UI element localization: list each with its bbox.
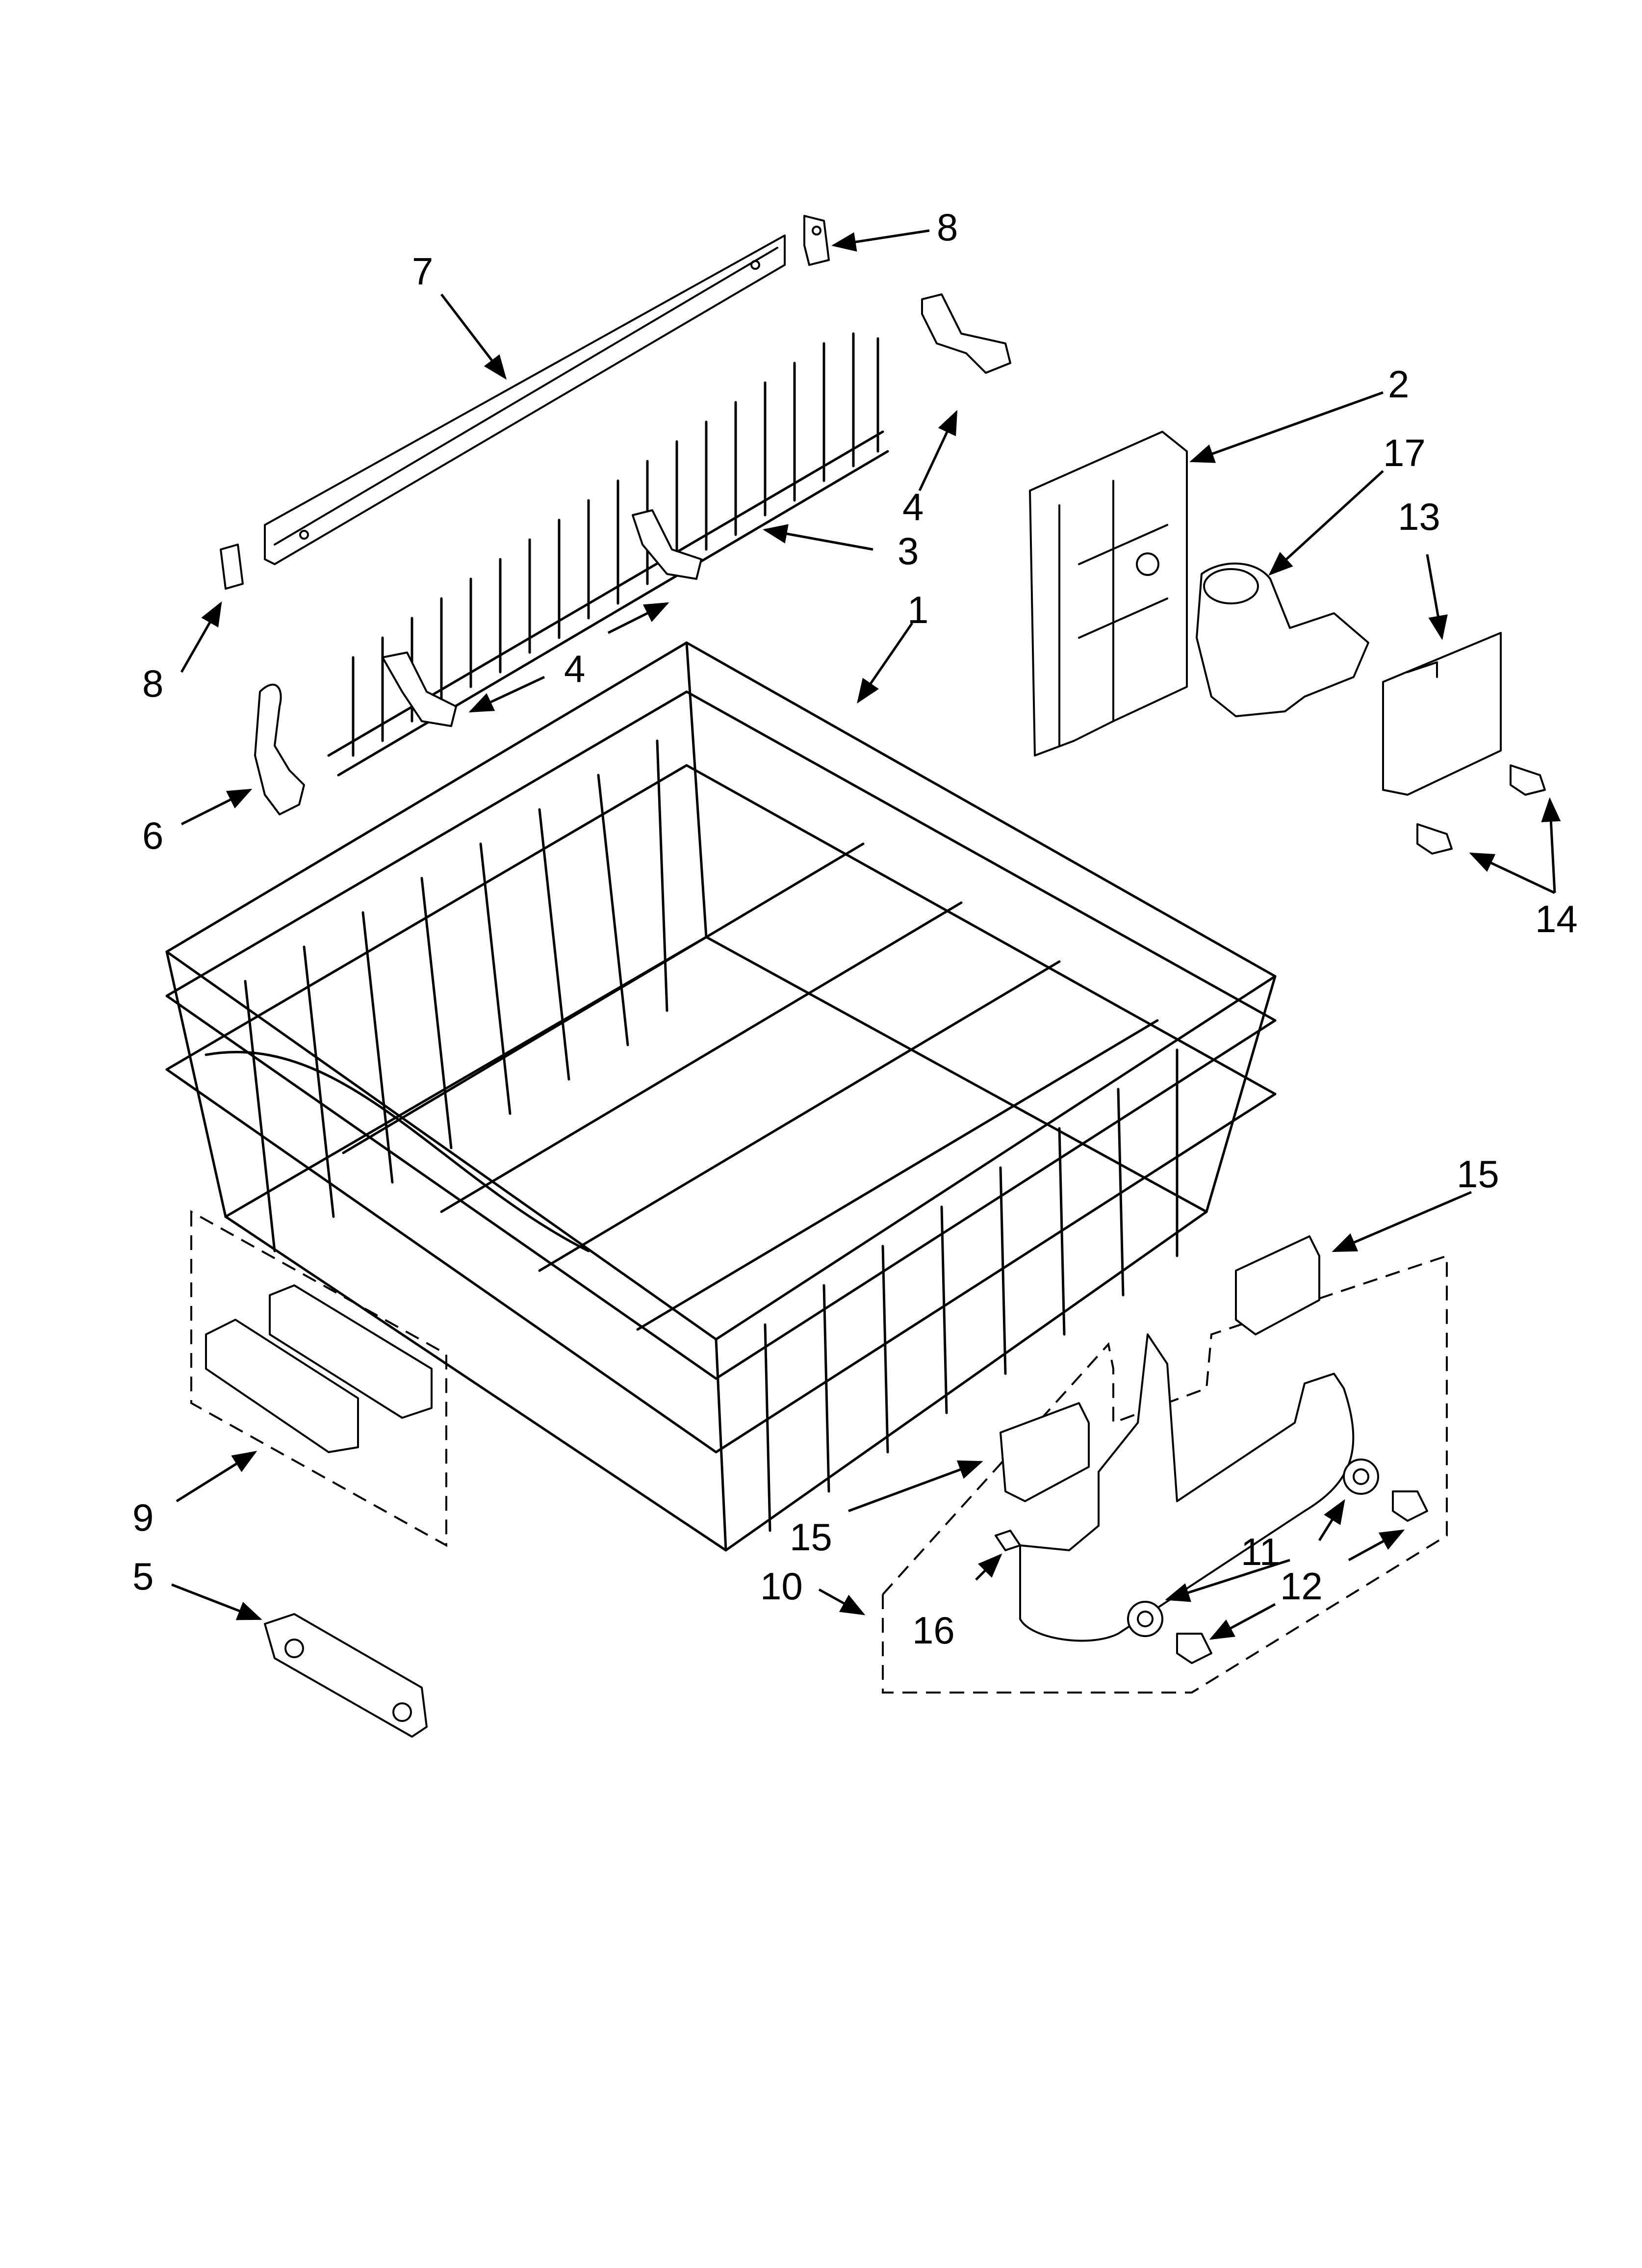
callout-4-upper: 4	[902, 485, 924, 528]
part-12-axle-left	[1176, 1633, 1212, 1664]
part-15-guide-lower	[1000, 1402, 1090, 1502]
part-10-bracket-assembly	[882, 1254, 1448, 1694]
callout-10: 10	[760, 1564, 803, 1608]
callout-labels: 7 8 2 17 13 4 3 1 4 8 6 14 15 9 15 11 5 …	[132, 206, 1578, 1652]
callout-1: 1	[907, 588, 928, 631]
part-5-latch	[264, 1613, 428, 1738]
callout-8-left: 8	[142, 662, 163, 705]
part-9-handle-assembly	[190, 1210, 447, 1547]
callout-11: 11	[1241, 1530, 1281, 1573]
callout-15-lower: 15	[790, 1515, 832, 1559]
part-3-tine-row	[327, 332, 889, 777]
part-2-rail-housing	[1029, 431, 1188, 756]
part-16-screw	[995, 1530, 1021, 1551]
part-11-wheel-left	[1127, 1601, 1163, 1637]
callout-5: 5	[132, 1555, 154, 1598]
callout-15-upper: 15	[1457, 1152, 1499, 1196]
callout-13: 13	[1398, 495, 1440, 538]
part-1-upper-rack	[165, 641, 1277, 1552]
part-4-clip-upper	[921, 293, 1011, 374]
part-11-wheel-right	[1343, 1459, 1379, 1495]
part-8-clip-left	[220, 544, 244, 590]
part-14-screw-upper	[1510, 764, 1546, 796]
callout-3: 3	[898, 529, 919, 573]
part-6-adjuster	[254, 683, 305, 815]
part-12-axle-right	[1392, 1490, 1428, 1522]
callout-8-top: 8	[937, 206, 958, 249]
callout-2: 2	[1388, 363, 1409, 406]
callout-14: 14	[1535, 897, 1578, 940]
leader-lines	[171, 229, 1561, 1640]
part-15-guide-upper	[1235, 1235, 1320, 1335]
callout-7: 7	[412, 250, 433, 293]
part-7-rack-rail	[264, 235, 786, 565]
part-17-adjuster	[1196, 562, 1369, 717]
callout-6: 6	[142, 814, 163, 857]
callout-16: 16	[912, 1609, 955, 1652]
callout-17: 17	[1383, 431, 1426, 474]
part-13-cover	[1382, 632, 1502, 796]
part-8-clip-top	[803, 215, 830, 266]
callout-9: 9	[132, 1496, 154, 1539]
callout-12: 12	[1280, 1564, 1323, 1608]
callout-4-lower: 4	[564, 647, 585, 690]
part-14-screw-lower	[1416, 823, 1453, 855]
